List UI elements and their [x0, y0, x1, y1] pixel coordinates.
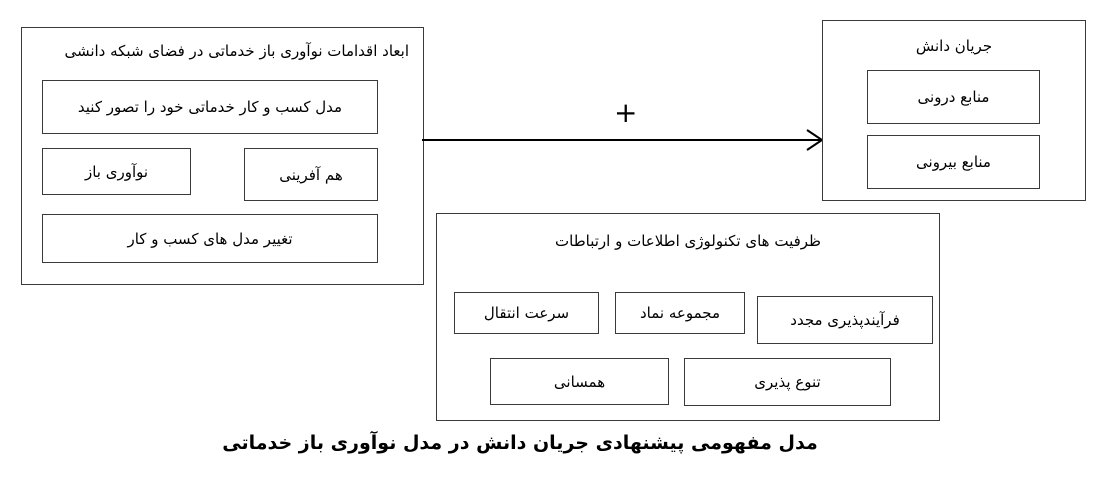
bottom-item-synchronicity: همسانی [490, 358, 669, 405]
right-item-label: منابع درونی [917, 88, 990, 106]
left-item-label: نوآوری باز [84, 162, 149, 181]
left-item-label: مدل کسب و کار خدماتی خود را تصور کنید [77, 98, 343, 116]
bottom-item-transfer-speed: سرعت انتقال [454, 292, 599, 334]
bottom-item-label: سرعت انتقال [483, 304, 570, 322]
right-item-internal-sources: منابع درونی [867, 70, 1040, 124]
right-item-label: منابع بیرونی [916, 153, 991, 171]
bottom-item-label: همسانی [553, 372, 606, 391]
bottom-item-variability: تنوع پذیری [684, 358, 891, 406]
plus-sign: + [614, 96, 638, 129]
bottom-item-reprocessability: فرآیندپذیری مجدد [757, 296, 933, 344]
left-item-label: تغییر مدل های کسب و کار [127, 229, 293, 248]
left-item-business-model: مدل کسب و کار خدماتی خود را تصور کنید [42, 80, 378, 134]
left-item-change-business-models: تغییر مدل های کسب و کار [42, 214, 378, 263]
bottom-group-title: ظرفیت های تکنولوژی اطلاعات و ارتباطات [555, 232, 821, 250]
bottom-item-symbol-set: مجموعه نماد [615, 292, 745, 334]
left-item-open-innovation: نوآوری باز [42, 148, 191, 195]
right-group-title: جریان دانش [915, 37, 993, 55]
bottom-item-label: تنوع پذیری [754, 373, 821, 391]
left-item-label: هم آفرینی [279, 165, 343, 184]
bottom-item-label: مجموعه نماد [640, 304, 720, 322]
figure-caption: مدل مفهومی پیشنهادی جریان دانش در مدل نو… [222, 432, 818, 454]
right-item-external-sources: منابع بیرونی [867, 135, 1040, 189]
bottom-item-label: فرآیندپذیری مجدد [790, 311, 900, 329]
arrow-connector [422, 129, 824, 151]
left-group-title: ابعاد اقدامات نوآوری باز خدماتی در فضای … [64, 42, 409, 60]
left-item-co-creation: هم آفرینی [244, 148, 378, 201]
